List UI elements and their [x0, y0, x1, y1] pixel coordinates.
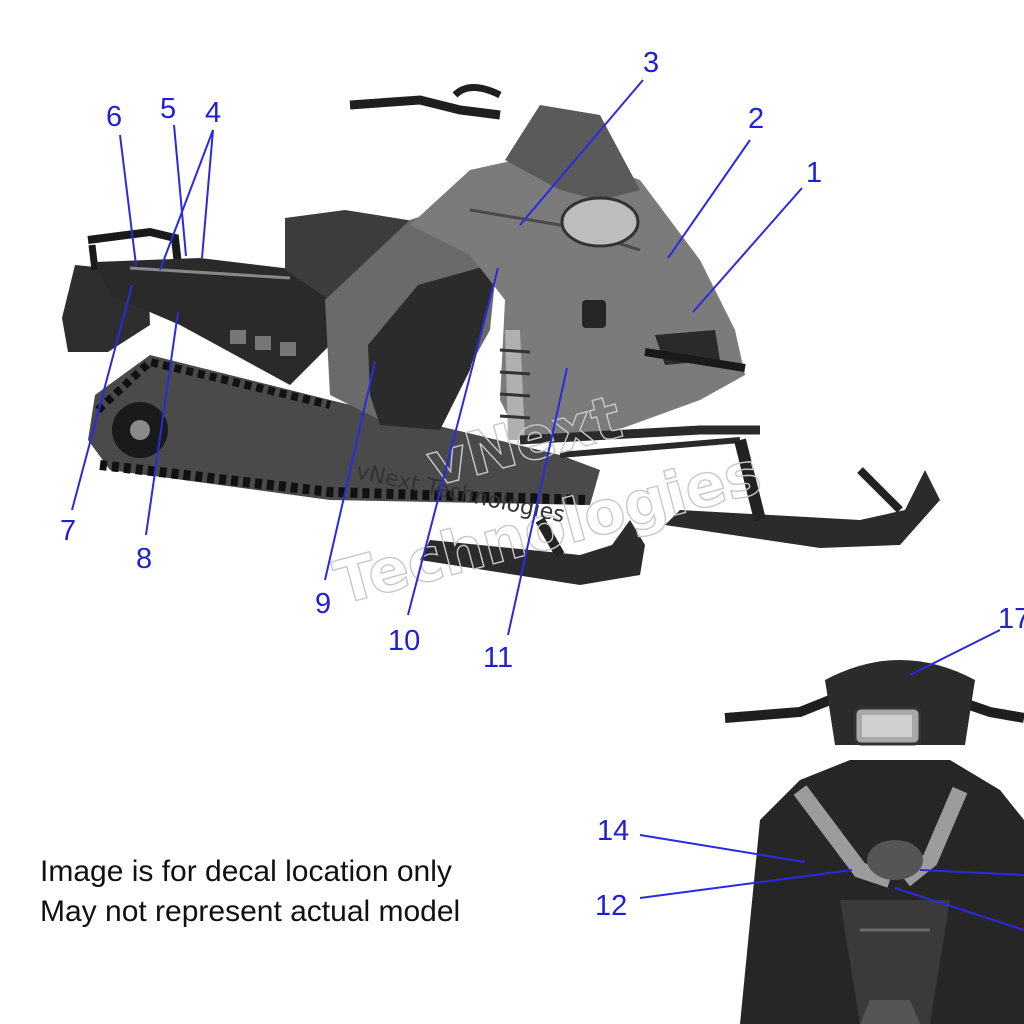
callout-8: 8 [136, 543, 152, 575]
callout-14: 14 [597, 815, 629, 847]
snowmobile-side-view [62, 84, 940, 585]
callout-3: 3 [643, 47, 659, 79]
callout-numbers: 1 2 3 4 5 6 7 8 9 10 11 12 14 17 [60, 47, 1024, 922]
snowmobile-front-view [724, 660, 1024, 1024]
callout-5: 5 [160, 93, 176, 125]
callout-2: 2 [748, 103, 764, 135]
callout-7: 7 [60, 515, 76, 547]
callout-1: 1 [806, 157, 822, 189]
note-line-2: May not represent actual model [40, 895, 461, 928]
callout-11: 11 [483, 642, 513, 674]
callout-4: 4 [205, 97, 221, 129]
leader-lines [71, 79, 1024, 931]
callout-17: 17 [998, 603, 1024, 635]
callout-6: 6 [106, 101, 122, 133]
callout-10: 10 [388, 625, 420, 657]
callout-9: 9 [315, 588, 331, 620]
callout-12: 12 [595, 890, 627, 922]
note-line-1: Image is for decal location only [40, 855, 452, 888]
